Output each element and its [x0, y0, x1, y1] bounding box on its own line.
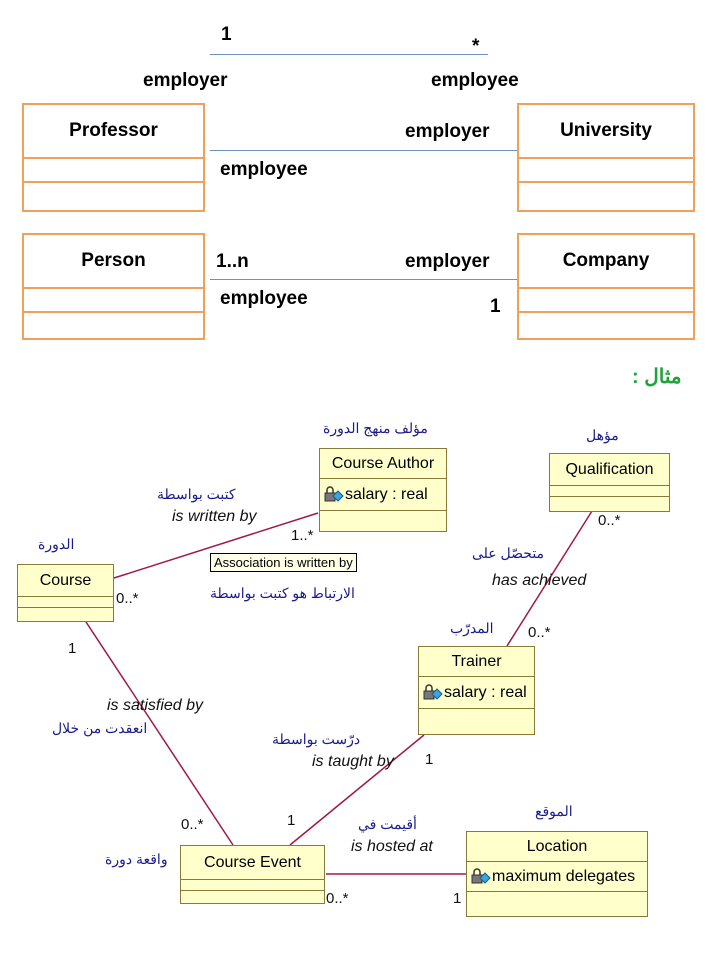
role-employer: employer	[143, 70, 228, 91]
private-attribute-icon	[471, 867, 491, 884]
class-company: Company	[517, 233, 695, 340]
arabic-label-location: الموقع	[535, 803, 573, 819]
operation-section	[320, 511, 446, 531]
class-name: Qualification	[550, 454, 669, 486]
private-attribute-icon	[423, 683, 443, 700]
mult-location-hosted: 1	[453, 890, 462, 907]
attribute-section	[181, 880, 324, 891]
operation-section	[550, 497, 669, 511]
attribute-section	[550, 486, 669, 497]
association-line	[210, 54, 488, 55]
association-line	[210, 150, 517, 151]
class-name: Location	[467, 832, 647, 862]
attribute-text: maximum delegates	[492, 867, 636, 885]
class-name: Course	[18, 565, 113, 597]
attribute-text: salary : real	[444, 683, 527, 701]
attribute-text: salary : real	[345, 485, 428, 503]
association-tooltip: Association is written by	[210, 553, 357, 572]
class-qualification: Qualification	[549, 453, 670, 512]
role-employee: employee	[431, 70, 519, 91]
class-course: Course	[17, 564, 114, 622]
mult-one-to-n: 1..n	[216, 251, 249, 272]
line-written-by	[113, 512, 319, 579]
attribute-row: salary : real	[320, 479, 446, 511]
operation-section	[419, 709, 534, 734]
mult-star: *	[472, 36, 480, 57]
mult-event-taught: 1	[287, 812, 296, 829]
mult-qualification: 0..*	[598, 512, 621, 529]
attribute-section	[24, 289, 203, 313]
arabic-label-has-achieved: متحصّل على	[472, 545, 545, 561]
line-taught-by	[289, 734, 425, 846]
attribute-section	[519, 289, 693, 313]
arabic-label-qualification: مؤهل	[586, 427, 619, 443]
mult-trainer-taught: 1	[425, 751, 434, 768]
line-has-achieved	[506, 510, 593, 647]
class-location: Location maximum delegates	[466, 831, 648, 917]
attribute-row: maximum delegates	[467, 862, 647, 892]
arabic-label-course-event: واقعة دورة	[105, 851, 168, 867]
class-course-event: Course Event	[180, 845, 325, 904]
mult-author: 1..*	[291, 527, 314, 544]
class-trainer: Trainer salary : real	[418, 646, 535, 735]
attribute-row: salary : real	[419, 677, 534, 709]
mult-course-satisfied: 1	[68, 640, 77, 657]
operation-section	[467, 892, 647, 916]
role-employee: employee	[220, 288, 308, 309]
class-person: Person	[22, 233, 205, 340]
example-title: مثال :	[632, 366, 682, 388]
arabic-label-taught-by: درّست بواسطة	[272, 731, 361, 747]
class-course-author: Course Author salary : real	[319, 448, 447, 532]
class-name: Trainer	[419, 647, 534, 677]
line-satisfied-by	[85, 621, 234, 846]
label-is-taught-by: is taught by	[312, 753, 394, 770]
arabic-label-written-by: كتبت بواسطة	[157, 486, 236, 502]
operation-section	[18, 608, 113, 621]
operation-section	[181, 891, 324, 903]
attribute-section	[519, 159, 693, 183]
mult-event-hosted: 0..*	[326, 890, 349, 907]
arabic-tooltip: الارتباط هو كتبت بواسطة	[210, 585, 355, 601]
attribute-section	[24, 159, 203, 183]
mult-one: 1	[490, 296, 501, 317]
label-is-hosted-at: is hosted at	[351, 838, 433, 855]
label-has-achieved: has achieved	[492, 572, 587, 589]
association-line	[210, 279, 517, 280]
mult-course-written: 0..*	[116, 590, 139, 607]
arabic-label-course: الدورة	[38, 536, 75, 552]
arabic-label-trainer: المدرّب	[450, 620, 494, 636]
class-university: University	[517, 103, 695, 212]
mult-event-satisfied: 0..*	[181, 816, 204, 833]
private-attribute-icon	[324, 485, 344, 502]
role-employer: employer	[405, 121, 490, 142]
class-name: Course Event	[181, 846, 324, 880]
class-name: Professor	[24, 105, 203, 159]
arabic-label-hosted-at: أقيمت في	[358, 816, 417, 832]
class-name: Company	[519, 235, 693, 289]
attribute-section	[18, 597, 113, 608]
role-employee: employee	[220, 159, 308, 180]
class-name: University	[519, 105, 693, 159]
mult-trainer-achieved: 0..*	[528, 624, 551, 641]
mult-one: 1	[221, 24, 232, 45]
class-name: Course Author	[320, 449, 446, 479]
role-employer: employer	[405, 251, 490, 272]
label-is-satisfied-by: is satisfied by	[107, 697, 204, 714]
arabic-label-course-author: مؤلف منهج الدورة	[323, 420, 428, 436]
class-name: Person	[24, 235, 203, 289]
label-is-written-by: is written by	[172, 508, 257, 525]
arabic-label-satisfied-by: انعقدت من خلال	[52, 720, 148, 736]
class-professor: Professor	[22, 103, 205, 212]
